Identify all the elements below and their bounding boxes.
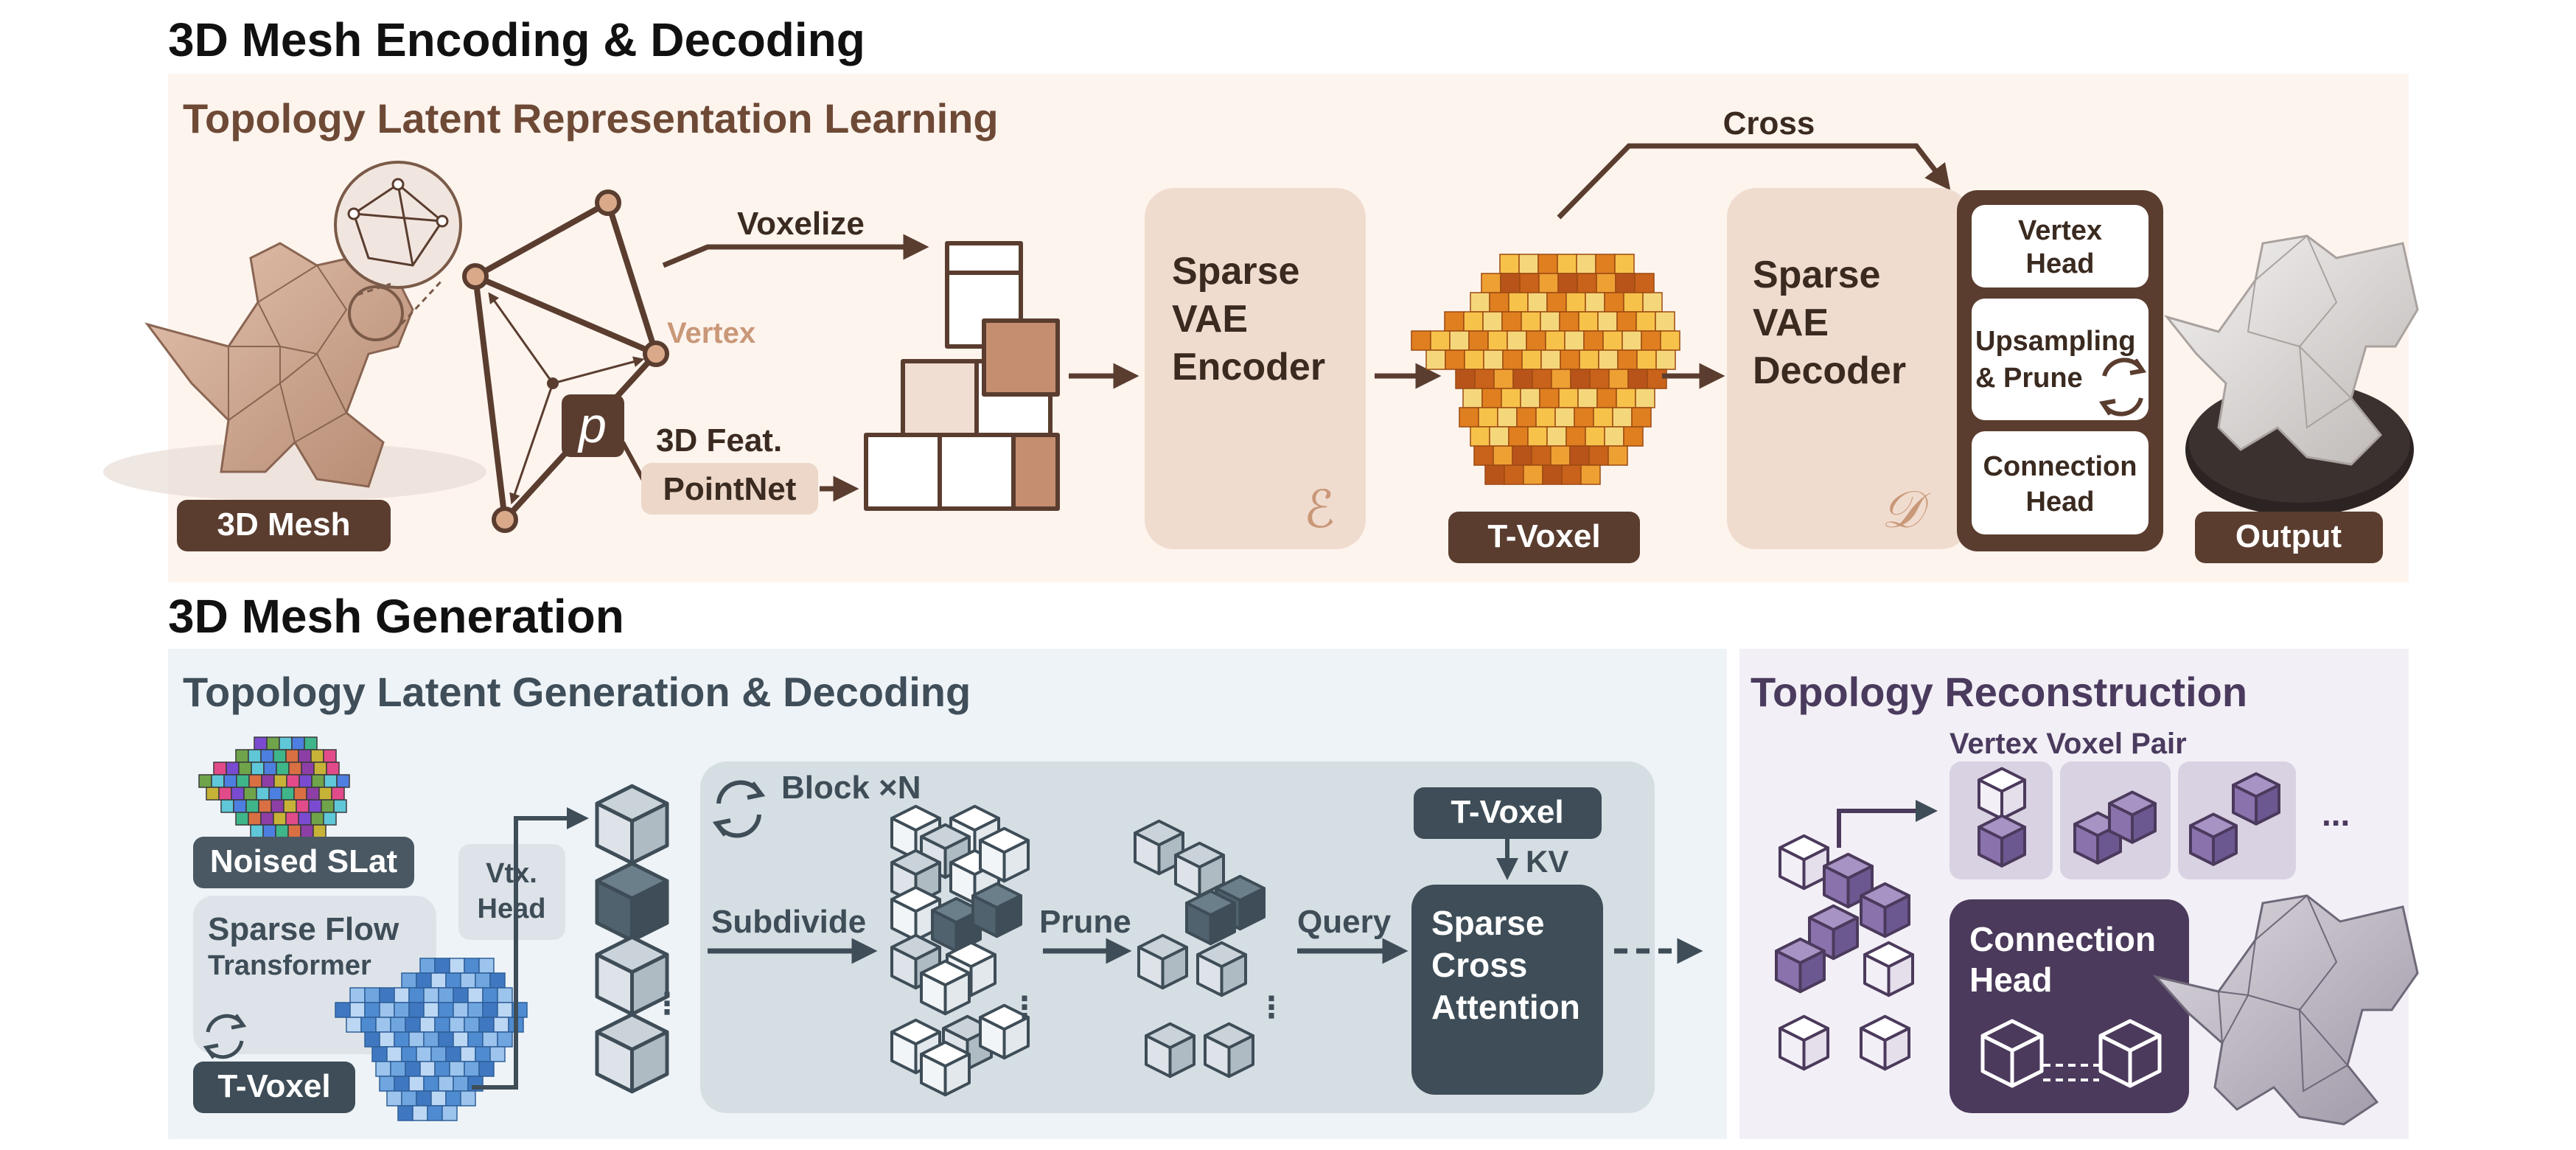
reconstructed-mesh-figure: [2152, 894, 2419, 1126]
section-title-generation: 3D Mesh Generation: [168, 590, 624, 643]
kv-tvoxel-tag: [1414, 787, 1602, 839]
subdivided-voxels: [890, 804, 1030, 1097]
tvoxel-blue-figure: [335, 958, 528, 1121]
encoder-line1: Sparse: [1172, 250, 1299, 293]
vertex-voxel-pairs: [1978, 767, 2280, 868]
query-label: Query: [1297, 904, 1392, 940]
decoder-line3: Decoder: [1753, 349, 1906, 392]
noised-slat-tag: [193, 837, 414, 888]
pointnet-label: PointNet: [663, 471, 797, 507]
connection-head-box: [1972, 431, 2149, 534]
tvoxel-tag: [1448, 512, 1640, 563]
attn-line2: Cross: [1431, 946, 1527, 984]
decoder-line2: VAE: [1753, 302, 1829, 344]
connection-head-line1: Connection: [1983, 451, 2137, 482]
cycle-icon: [2098, 358, 2147, 417]
svg-text:⋮: ⋮: [1257, 992, 1286, 1024]
section-title-encoding: 3D Mesh Encoding & Decoding: [168, 13, 865, 66]
purple-voxel-cluster: [1775, 834, 1914, 1071]
vertex-voxel-column: [595, 784, 669, 1094]
pair-label: Vertex Voxel Pair: [1950, 728, 2187, 760]
voxel-stack: [864, 241, 1060, 511]
output-tag-label: Output: [2235, 518, 2342, 554]
subdivide-label: Subdivide: [711, 904, 866, 940]
p-symbol-box: [562, 394, 624, 457]
vertex-head-box: [1972, 205, 2149, 288]
pruned-voxels: [1134, 819, 1266, 1078]
attn-line3: Attention: [1431, 988, 1580, 1026]
bl-tvoxel-tag: [193, 1062, 355, 1113]
bl-conn-line2: Head: [1969, 961, 2052, 999]
connection-head-line2: Head: [2026, 487, 2095, 518]
kv-label: KV: [1526, 844, 1568, 879]
flow-cycle-icon: [203, 1014, 247, 1059]
noised-slat-figure: [198, 736, 350, 838]
vertex-label: Vertex: [667, 317, 755, 349]
bottom-right-panel-title: Topology Reconstruction: [1751, 669, 2247, 715]
vae-encoder-box: [1145, 188, 1366, 549]
svg-text:⋮: ⋮: [1010, 992, 1039, 1024]
encoder-symbol: ℰ: [1304, 481, 1335, 538]
top-panel-title: Topology Latent Representation Learning: [183, 95, 999, 142]
bl-conn-line1: Connection: [1969, 920, 2156, 958]
pointnet-box: [641, 463, 818, 515]
vtx-head-line2: Head: [478, 893, 546, 924]
kv-tvoxel-label: T-Voxel: [1451, 794, 1563, 830]
flow-line1: Sparse Flow: [208, 911, 399, 947]
vertex-graph: [462, 189, 669, 533]
bottom-left-panel-title: Topology Latent Generation & Decoding: [183, 669, 971, 715]
connection-cubes-icon: [1980, 1019, 2162, 1088]
cross-label: Cross: [1723, 105, 1815, 142]
mesh-tag-label: 3D Mesh: [217, 506, 351, 543]
flow-line2: Transformer: [208, 950, 371, 981]
tvoxel-figure: [1411, 254, 1680, 485]
vtx-head-line1: Vtx.: [486, 858, 537, 889]
feat-label: 3D Feat.: [656, 422, 782, 459]
attn-line1: Sparse: [1431, 904, 1544, 942]
vae-decoder-box: [1727, 188, 1970, 549]
block-label: Block ×N: [781, 770, 921, 806]
block-cycle-icon: [712, 780, 766, 838]
prune-label: Prune: [1039, 904, 1131, 940]
upsampling-box: [1972, 299, 2149, 420]
pair-ellipsis: ...: [2322, 795, 2350, 833]
tvoxel-tag-label: T-Voxel: [1487, 518, 1600, 554]
decoder-line1: Sparse: [1753, 254, 1880, 296]
pair-box-3: [2178, 762, 2296, 879]
bl-tvoxel-label: T-Voxel: [217, 1068, 330, 1104]
vtx-head-box: [458, 844, 565, 940]
svg-text:⋮: ⋮: [652, 988, 682, 1020]
vertex-head-line2: Head: [2026, 248, 2095, 279]
output-mesh-figure: [2163, 234, 2419, 516]
p-symbol: p: [577, 397, 607, 453]
upsampling-line1: Upsampling: [1975, 326, 2135, 357]
voxelize-label: Voxelize: [737, 206, 865, 242]
noised-slat-label: Noised SLat: [210, 843, 398, 879]
output-tag: [2195, 512, 2383, 563]
cross-attention-box: [1411, 885, 1603, 1095]
encoder-line3: Encoder: [1172, 346, 1325, 388]
vertex-head-line1: Vertex: [2018, 215, 2102, 246]
upsampling-line2: & Prune: [1975, 363, 2083, 394]
input-mesh-figure: [103, 161, 486, 501]
encoder-line2: VAE: [1172, 298, 1248, 341]
mesh-tag: [177, 500, 391, 551]
